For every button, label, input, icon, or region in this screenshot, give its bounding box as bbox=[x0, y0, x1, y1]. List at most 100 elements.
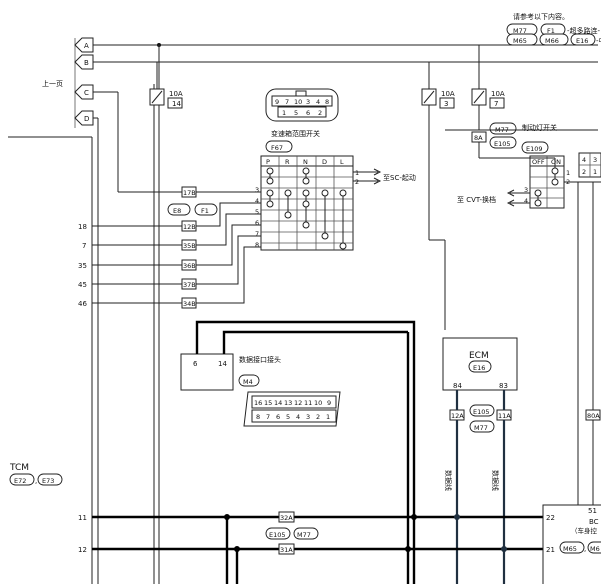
tcm-pins: 18 7 35 45 46 11 12 bbox=[78, 223, 87, 554]
svg-text:8A: 8A bbox=[474, 134, 483, 142]
svg-text:3: 3 bbox=[306, 98, 310, 106]
connector-d: D bbox=[74, 110, 94, 126]
range-switch-pinout: 9 7 10 3 4 8 1 5 6 2 bbox=[265, 88, 339, 122]
tcm-label: TCM bbox=[9, 463, 29, 473]
bcm-sub: （车身控 bbox=[571, 526, 598, 535]
svg-text:F1: F1 bbox=[201, 207, 209, 215]
svg-text:14: 14 bbox=[172, 100, 181, 108]
ecm-id bbox=[468, 360, 492, 373]
brake-switch-title: 制动灯开关 bbox=[522, 123, 557, 132]
svg-text:D: D bbox=[322, 158, 327, 166]
svg-text:14: 14 bbox=[274, 399, 282, 407]
svg-text:N: N bbox=[303, 158, 308, 166]
svg-text:16: 16 bbox=[254, 399, 262, 407]
svg-text:15: 15 bbox=[264, 399, 272, 407]
diag-title: 数据接口接头 bbox=[239, 355, 281, 364]
svg-text:M77: M77 bbox=[474, 424, 488, 432]
ecm-label: ECM bbox=[469, 351, 489, 361]
svg-text:9: 9 bbox=[327, 399, 331, 407]
svg-text:M6: M6 bbox=[590, 545, 600, 553]
ecm-pin-83: 83 bbox=[499, 382, 508, 390]
svg-text:7: 7 bbox=[266, 413, 270, 421]
svg-text:10: 10 bbox=[314, 399, 322, 407]
ecm-line-label-2: 数据线 bbox=[491, 470, 500, 491]
svg-text:ON: ON bbox=[551, 158, 561, 166]
tcm-refs: E72 , E73 bbox=[9, 473, 63, 486]
diag-connector-box bbox=[180, 353, 234, 391]
svg-text:E109: E109 bbox=[526, 145, 543, 153]
svg-text:4: 4 bbox=[296, 413, 300, 421]
svg-text:8: 8 bbox=[325, 98, 329, 106]
svg-text:E72: E72 bbox=[14, 477, 26, 485]
svg-text:-中: -中 bbox=[596, 36, 601, 45]
svg-text:E73: E73 bbox=[42, 477, 54, 485]
svg-text:37B: 37B bbox=[183, 281, 196, 289]
bcm-pin-22: 22 bbox=[546, 514, 555, 522]
tcm-connectors: 17B 12B 35B 36B 37B 34B bbox=[181, 186, 197, 309]
bcm-refs: M65 , M6 bbox=[559, 541, 601, 554]
svg-text:,: , bbox=[35, 477, 37, 485]
bcm-pin-51: 51 bbox=[588, 507, 597, 515]
svg-text:6: 6 bbox=[306, 109, 310, 117]
svg-text:12A: 12A bbox=[451, 412, 464, 420]
connector-a: A bbox=[74, 37, 94, 53]
svg-text:12B: 12B bbox=[183, 223, 196, 231]
svg-text:3: 3 bbox=[255, 186, 259, 194]
svg-text:3: 3 bbox=[524, 186, 528, 194]
brake-switch-conn: 8A bbox=[471, 131, 487, 143]
svg-text:35: 35 bbox=[78, 262, 87, 270]
svg-text:12: 12 bbox=[294, 399, 302, 407]
svg-text:10A: 10A bbox=[441, 90, 455, 98]
can-conns: 32A 31A E105 M77 bbox=[265, 511, 319, 555]
range-switch-table: P R N D L bbox=[260, 155, 354, 251]
svg-text:M77: M77 bbox=[513, 27, 527, 35]
svg-text:10A: 10A bbox=[169, 90, 183, 98]
svg-text:11: 11 bbox=[78, 514, 87, 522]
svg-text:D: D bbox=[84, 115, 89, 123]
svg-text:F67: F67 bbox=[271, 144, 283, 152]
ecm-pin-84: 84 bbox=[453, 382, 462, 390]
svg-text:1: 1 bbox=[282, 109, 286, 117]
svg-text:2: 2 bbox=[318, 109, 322, 117]
connector-b: B bbox=[74, 54, 94, 70]
svg-text:M65: M65 bbox=[563, 545, 577, 553]
ecm-conns: 12A 11A E105 M77 bbox=[449, 404, 512, 433]
brake-switch-output: 至 CVT-换档 bbox=[457, 195, 496, 204]
diag-pinout: 16 15 14 13 12 11 10 9 8 7 6 5 4 3 2 1 bbox=[243, 391, 341, 427]
svg-text:17B: 17B bbox=[183, 189, 196, 197]
svg-text:45: 45 bbox=[78, 281, 87, 289]
svg-text:4: 4 bbox=[316, 98, 320, 106]
fuse-7: 10A 7 bbox=[471, 88, 505, 109]
svg-text:A: A bbox=[84, 42, 89, 50]
svg-text:F1: F1 bbox=[547, 27, 555, 35]
svg-text:80A: 80A bbox=[587, 412, 600, 420]
right-conn: 80A bbox=[585, 409, 601, 421]
svg-text:OFF: OFF bbox=[532, 158, 545, 166]
brake-switch-table: OFF ON 1 2 3 4 bbox=[524, 155, 570, 209]
page-prev-label: 上一页 bbox=[42, 79, 63, 88]
svg-text:R: R bbox=[285, 158, 290, 166]
svg-text:P: P bbox=[266, 158, 270, 166]
fuse-14: 10A 14 bbox=[149, 88, 183, 109]
ecm-line-label-1: 数据线 bbox=[444, 470, 453, 491]
svg-text:6: 6 bbox=[276, 413, 280, 421]
svg-text:1: 1 bbox=[593, 168, 597, 176]
svg-text:E16: E16 bbox=[576, 37, 588, 45]
svg-text:7: 7 bbox=[82, 242, 86, 250]
bcm-label: BC bbox=[589, 518, 599, 526]
note-line1: 请参考以下内容。 bbox=[513, 12, 569, 21]
svg-text:11A: 11A bbox=[498, 412, 511, 420]
svg-text:46: 46 bbox=[78, 300, 87, 308]
svg-text:,: , bbox=[584, 545, 586, 553]
svg-text:-超多路连-: -超多路连- bbox=[567, 26, 601, 35]
svg-text:9: 9 bbox=[275, 98, 279, 106]
svg-text:8: 8 bbox=[256, 413, 260, 421]
ref-pills-top: M77 F1 -超多路连- M65 M66 E16 -中 bbox=[506, 23, 601, 46]
svg-text:6: 6 bbox=[255, 219, 259, 227]
svg-text:E105: E105 bbox=[494, 140, 511, 148]
svg-text:3: 3 bbox=[306, 413, 310, 421]
svg-text:34B: 34B bbox=[183, 300, 196, 308]
svg-text:E16: E16 bbox=[473, 364, 485, 372]
svg-text:3: 3 bbox=[444, 100, 448, 108]
svg-text:4: 4 bbox=[255, 197, 259, 205]
